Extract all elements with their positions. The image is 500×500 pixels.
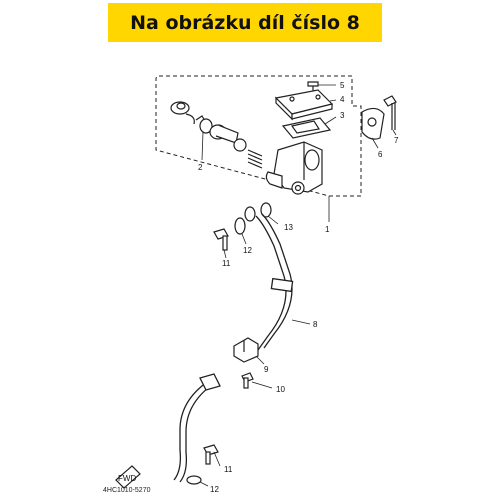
- leader-2: [201, 131, 204, 161]
- leader-6: [371, 137, 379, 149]
- leader-7: [392, 129, 397, 136]
- callout-12: 12: [243, 246, 252, 255]
- leader-8: [291, 319, 311, 325]
- washer-part: [244, 206, 256, 222]
- master-cylinder-body: [265, 141, 323, 195]
- callout-3: 3: [340, 111, 345, 120]
- leader-11-lower: [213, 451, 221, 467]
- fwd-direction-badge: FWD: [115, 465, 141, 489]
- hose-guide-bolt-part: [241, 372, 254, 389]
- holder-clamp-part: [361, 107, 385, 140]
- union-bolt-part: [203, 444, 219, 465]
- leader-9: [255, 355, 265, 365]
- leader-4: [329, 99, 337, 102]
- callout-1: 1: [325, 225, 330, 234]
- drawing-code: 4HC1010-5270: [103, 487, 151, 494]
- brake-hose-part: [173, 213, 294, 483]
- callout-5: 5: [340, 81, 345, 90]
- callout-13: 13: [284, 223, 293, 232]
- leader-3: [324, 116, 337, 125]
- page-title: Na obrázku díl číslo 8: [130, 11, 360, 34]
- callout-2: 2: [198, 163, 203, 172]
- union-bolt-part: [213, 228, 229, 251]
- callout-4: 4: [340, 95, 345, 104]
- leader-13: [267, 215, 279, 225]
- washer-part: [234, 217, 246, 235]
- leader-11: [223, 249, 227, 259]
- piston-kit-part: [170, 101, 263, 169]
- leader-10: [251, 381, 273, 389]
- callout-8: 8: [313, 320, 318, 329]
- callout-12-lower: 12: [210, 485, 219, 494]
- washer-part: [260, 202, 272, 218]
- reservoir-cap-part: [274, 89, 334, 121]
- callout-11: 11: [222, 259, 231, 268]
- title-banner: Na obrázku díl číslo 8: [108, 3, 382, 42]
- svg-text:FWD: FWD: [118, 474, 136, 483]
- callout-9: 9: [264, 365, 269, 374]
- leader-12-lower: [199, 481, 209, 487]
- washer-part: [186, 475, 202, 485]
- master-cylinder-assembly-outline: [155, 75, 362, 197]
- hose-guide-part: [233, 337, 259, 363]
- callout-7: 7: [394, 136, 399, 145]
- callout-6: 6: [378, 150, 383, 159]
- diaphragm-part: [281, 117, 332, 139]
- callout-10: 10: [276, 385, 285, 394]
- callout-11-lower: 11: [224, 465, 233, 474]
- bolt-part: [383, 95, 397, 130]
- leader-12: [241, 233, 247, 245]
